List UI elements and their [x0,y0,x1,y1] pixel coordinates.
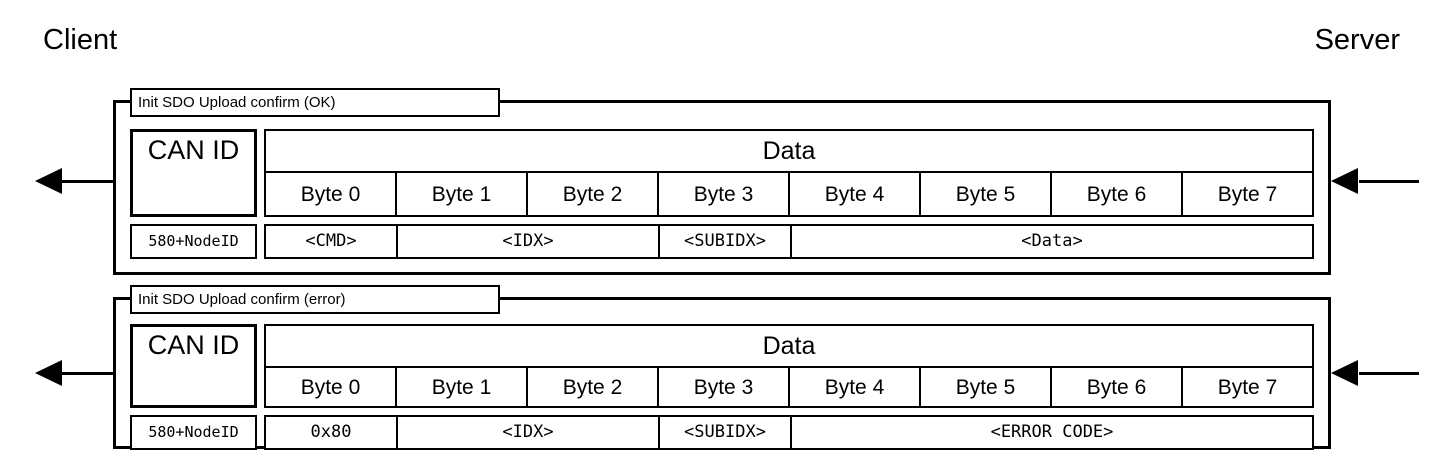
byte-header-cell: Byte 3 [659,368,790,406]
payload-field-error-code: <ERROR CODE> [990,422,1114,442]
server-endpoint-label: Server [1314,24,1400,56]
message-body-confirm-ok: CAN ID Data Byte 0 Byte 1 Byte 2 Byte 3 … [130,129,1314,262]
data-table-ok: Data Byte 0 Byte 1 Byte 2 Byte 3 Byte 4 … [264,129,1314,217]
message-frame-confirm-error: Init SDO Upload confirm (error) CAN ID D… [113,285,1331,450]
can-id-header-error: CAN ID [130,324,257,408]
message-caption-confirm-error: Init SDO Upload confirm (error) [130,285,500,314]
byte-header-row-ok: Byte 0 Byte 1 Byte 2 Byte 3 Byte 4 Byte … [266,173,1312,215]
byte-header-cell: Byte 4 [790,173,921,215]
byte-header-cell: Byte 2 [528,368,659,406]
client-endpoint-label: Client [43,24,118,56]
byte-header-cell: Byte 5 [921,173,1052,215]
payload-field-subidx: <SUBIDX> [660,417,792,448]
data-table-error: Data Byte 0 Byte 1 Byte 2 Byte 3 Byte 4 … [264,324,1314,408]
arrow-line-client-ok [62,180,116,183]
byte-header-cell: Byte 4 [790,368,921,406]
can-id-value-ok: 580+NodeID [130,224,257,259]
byte-header-row-error: Byte 0 Byte 1 Byte 2 Byte 3 Byte 4 Byte … [266,368,1312,406]
byte-header-cell: Byte 0 [266,368,397,406]
payload-field-idx: <IDX> [398,226,660,257]
payload-row-error: 0x80 <IDX> <SUBIDX> <ERROR CODE> [264,415,1314,450]
frame-header-row-error: CAN ID Data Byte 0 Byte 1 Byte 2 Byte 3 … [130,324,1314,408]
data-title-ok: Data [266,131,1312,173]
frame-header-row-ok: CAN ID Data Byte 0 Byte 1 Byte 2 Byte 3 … [130,129,1314,217]
byte-header-cell: Byte 7 [1217,375,1278,399]
arrow-head-left-icon [35,168,62,194]
byte-header-cell: Byte 5 [921,368,1052,406]
can-id-header-ok: CAN ID [130,129,257,217]
payload-field-data: <Data> [1021,231,1083,251]
message-caption-confirm-ok: Init SDO Upload confirm (OK) [130,88,500,117]
arrow-line-server-ok [1359,180,1419,183]
message-frame-confirm-ok: Init SDO Upload confirm (OK) CAN ID Data… [113,88,1331,275]
byte-header-cell: Byte 6 [1052,173,1183,215]
payload-field-cmd: 0x80 [266,417,398,448]
byte-header-cell: Byte 0 [266,173,397,215]
arrow-line-server-error [1359,372,1419,375]
message-body-confirm-error: CAN ID Data Byte 0 Byte 1 Byte 2 Byte 3 … [130,324,1314,450]
byte-header-cell: Byte 3 [659,173,790,215]
frame-value-row-ok: 580+NodeID <CMD> <IDX> <SUBIDX> <Data> [130,224,1314,259]
byte-header-cell: Byte 1 [397,173,528,215]
arrow-head-left-icon [35,360,62,386]
payload-field-idx: <IDX> [398,417,660,448]
data-title-error: Data [266,326,1312,368]
frame-value-row-error: 580+NodeID 0x80 <IDX> <SUBIDX> <ERROR CO… [130,415,1314,450]
arrow-head-left-icon [1331,168,1358,194]
byte-header-cell: Byte 1 [397,368,528,406]
payload-field-subidx: <SUBIDX> [660,226,792,257]
byte-header-cell: Byte 7 [1217,182,1278,206]
byte-header-cell: Byte 6 [1052,368,1183,406]
can-id-value-error: 580+NodeID [130,415,257,450]
payload-row-ok: <CMD> <IDX> <SUBIDX> <Data> [264,224,1314,259]
byte-header-cell: Byte 2 [528,173,659,215]
arrow-line-client-error [62,372,116,375]
arrow-head-left-icon [1331,360,1358,386]
payload-field-cmd: <CMD> [266,226,398,257]
